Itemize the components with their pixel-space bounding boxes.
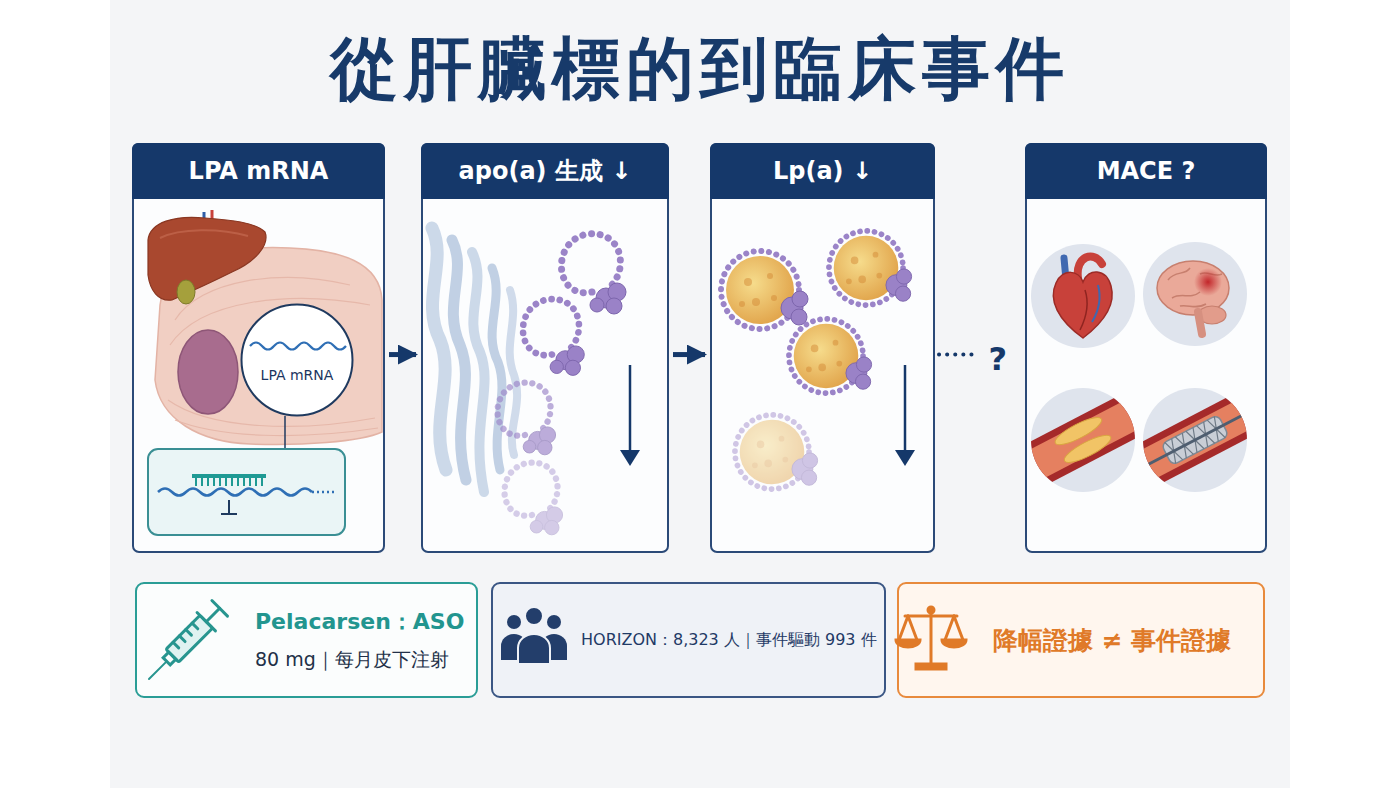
panel-heading: Lp(a) ↓ (773, 157, 872, 185)
info-text: Pelacarsen：ASO (255, 607, 476, 637)
panel-heading: LPA mRNA (189, 157, 329, 185)
magnifier-circle (242, 305, 353, 416)
header-band: apo(a) 生成 ↓ (421, 143, 669, 199)
info-text: 降幅證據 ≠ 事件證據 (993, 624, 1263, 657)
panel-heading: apo(a) 生成 ↓ (459, 155, 632, 187)
info-box: 降幅證據 ≠ 事件證據 (897, 582, 1265, 698)
info-text: HORIZON：8,323 人｜事件驅動 993 件 (581, 630, 884, 651)
diagram-title: 從肝臟標的到臨床事件 (0, 20, 1400, 116)
header-band: Lp(a) ↓ (710, 143, 935, 199)
info-text: 80 mg｜每月皮下注射 (255, 647, 476, 673)
process-panel: LPA mRNA LPA mRNA (132, 143, 385, 553)
callout-label: LPA mRNA (240, 367, 354, 383)
header-band: MACE ? (1025, 143, 1267, 199)
dotted-connector (939, 353, 974, 357)
outcome-panel: MACE ? (1025, 143, 1267, 553)
callout-circle: LPA mRNA (240, 303, 354, 417)
header-band: LPA mRNA (132, 143, 385, 199)
flow-arrow (389, 352, 416, 357)
process-panel: Lp(a) ↓ (710, 143, 935, 553)
flow-arrow (673, 352, 705, 357)
info-box: Pelacarsen：ASO 80 mg｜每月皮下注射 (135, 582, 478, 698)
connector-label: ? (989, 341, 1008, 377)
circle-outline (240, 303, 354, 417)
process-panel: apo(a) 生成 ↓ (421, 143, 669, 553)
panel-heading: MACE ? (1097, 157, 1196, 185)
info-box: HORIZON：8,323 人｜事件驅動 993 件 (491, 582, 886, 698)
